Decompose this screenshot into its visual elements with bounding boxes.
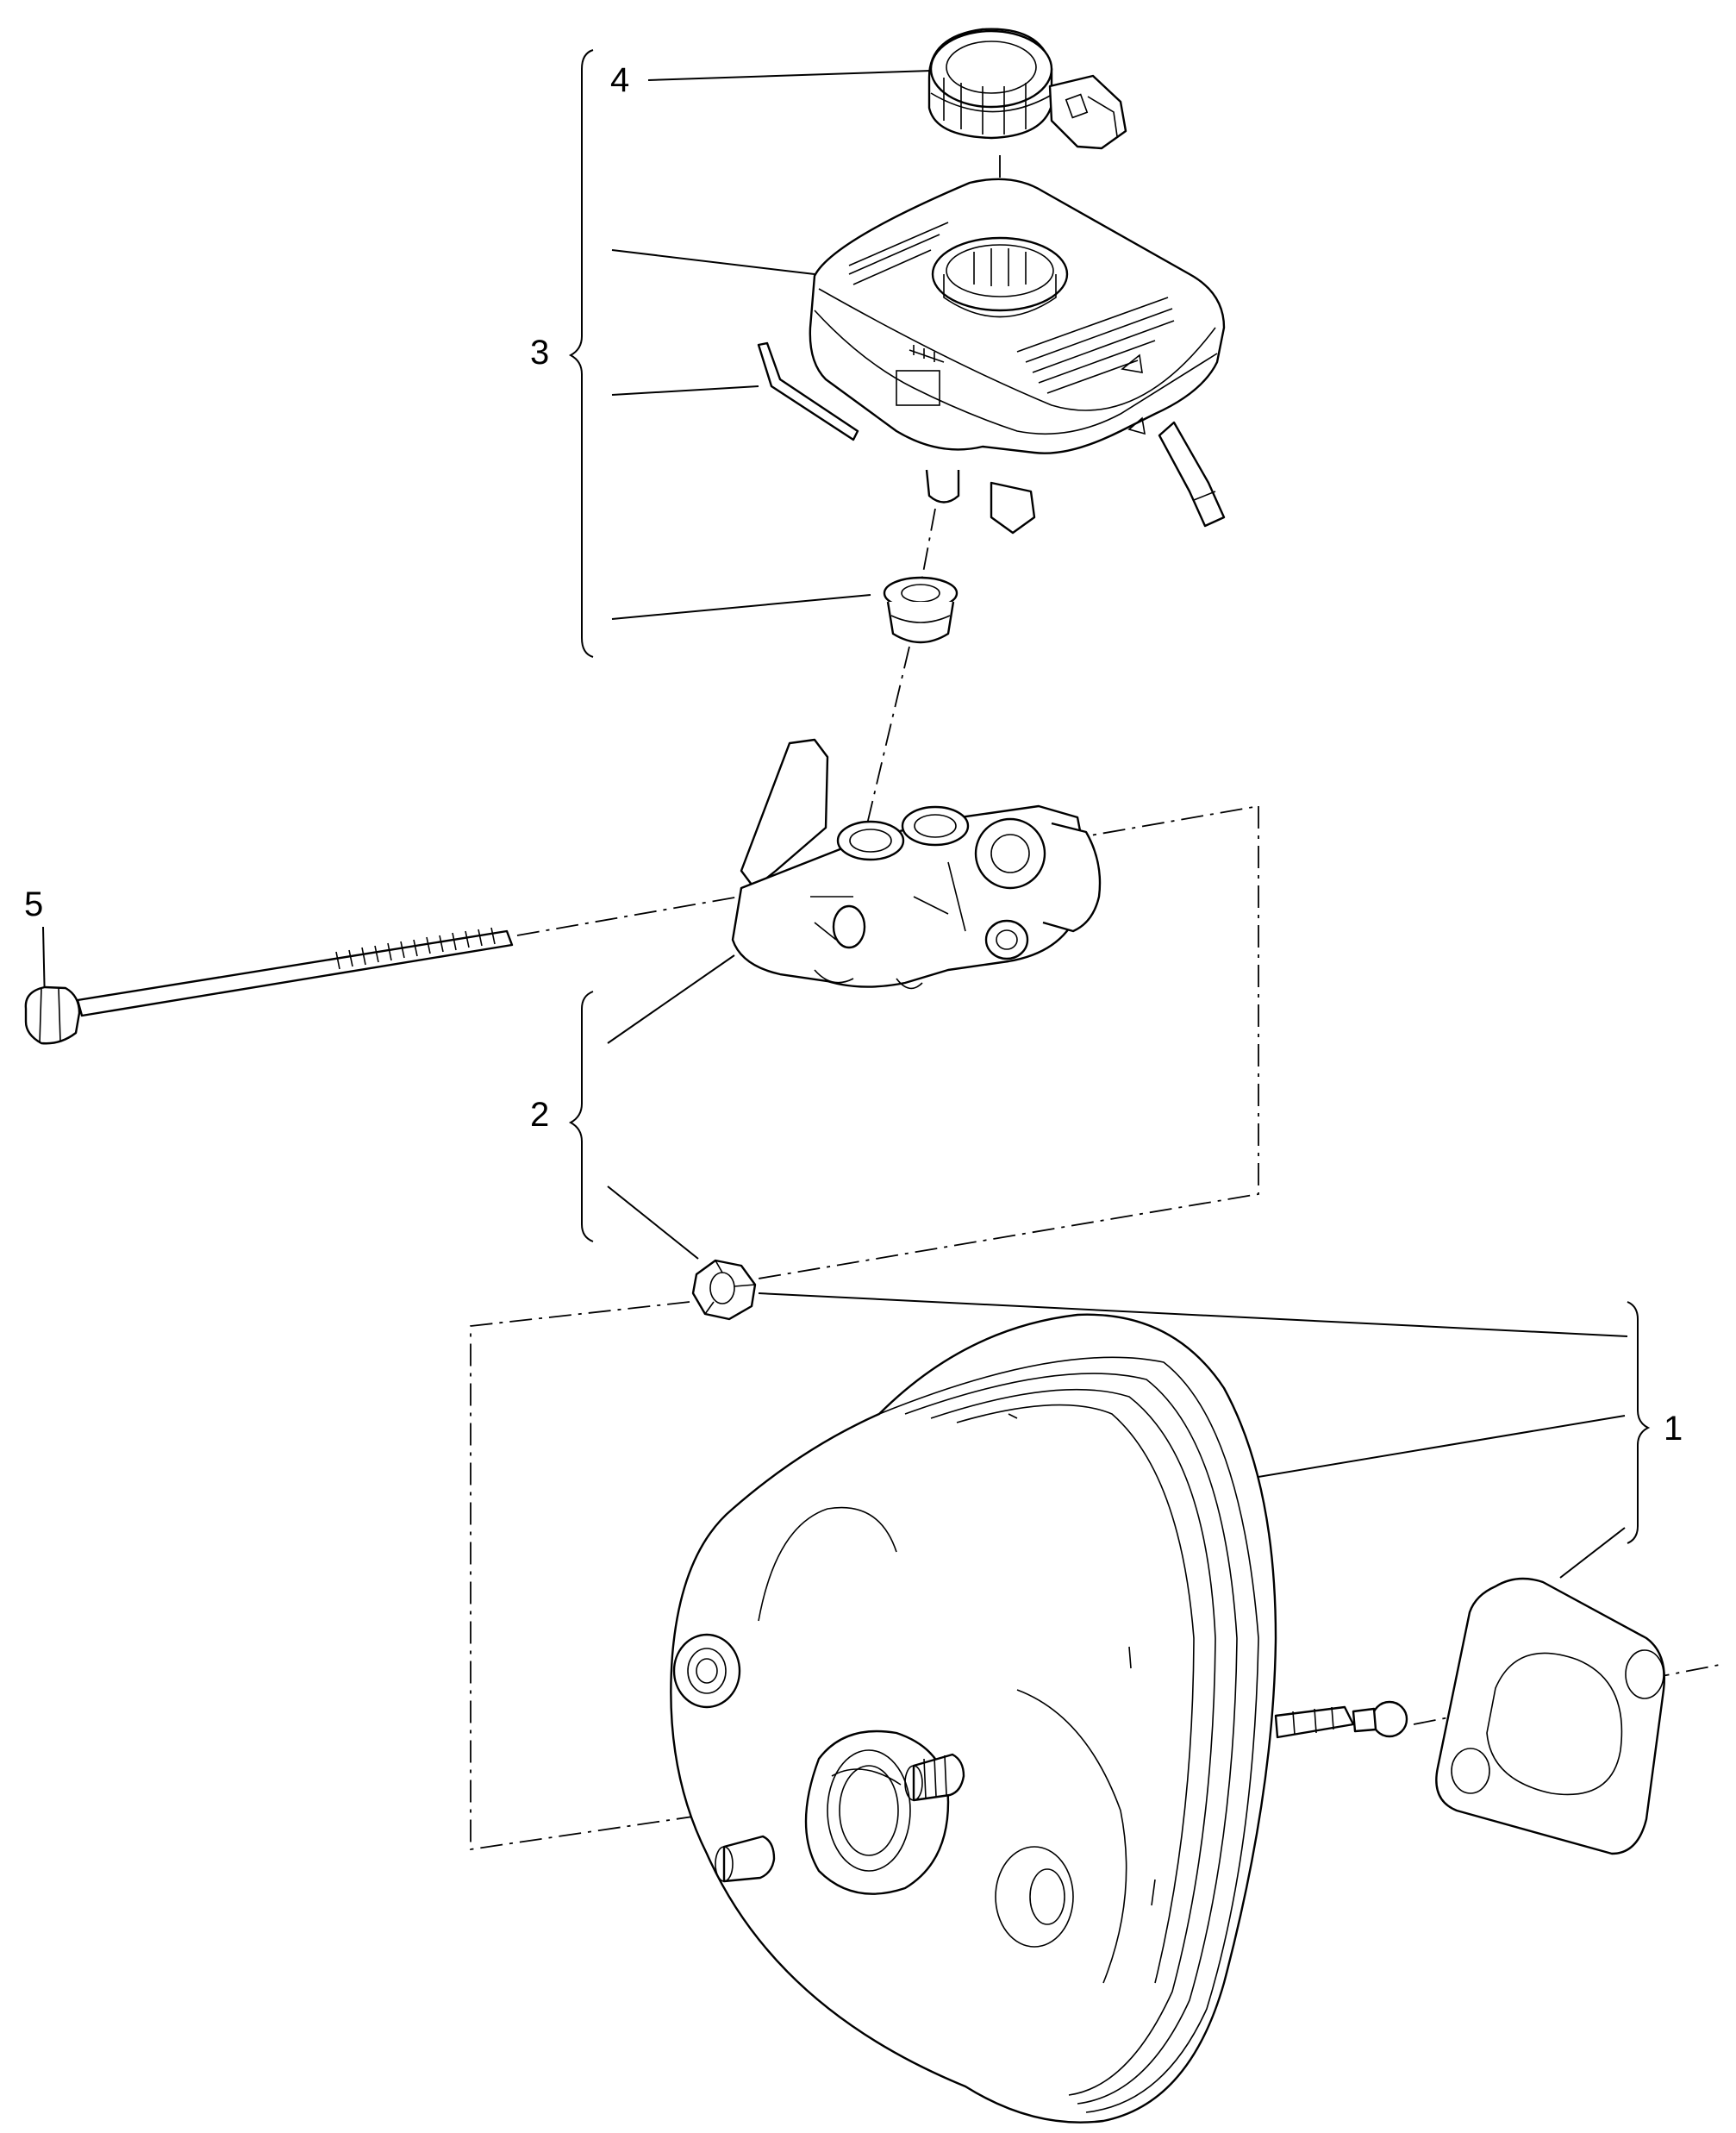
leader-lines: [42, 70, 1628, 1579]
reservoir-cap: [927, 28, 1127, 150]
hex-nut: [691, 1259, 757, 1321]
callout-1: 1: [1664, 1410, 1683, 1448]
master-cylinder: [731, 738, 1102, 990]
brake-booster: [670, 1313, 1408, 2124]
long-bolt: [24, 927, 514, 1045]
booster-gasket: [1435, 1577, 1665, 1855]
callout-4: 4: [610, 61, 629, 99]
callout-5: 5: [24, 885, 43, 923]
brace-group-1: [1627, 1301, 1651, 1544]
callout-2: 2: [530, 1096, 549, 1134]
callout-3: 3: [530, 334, 549, 372]
brace-group-3: [568, 49, 594, 658]
fluid-reservoir: [757, 178, 1226, 644]
brace-group-2: [568, 991, 594, 1242]
